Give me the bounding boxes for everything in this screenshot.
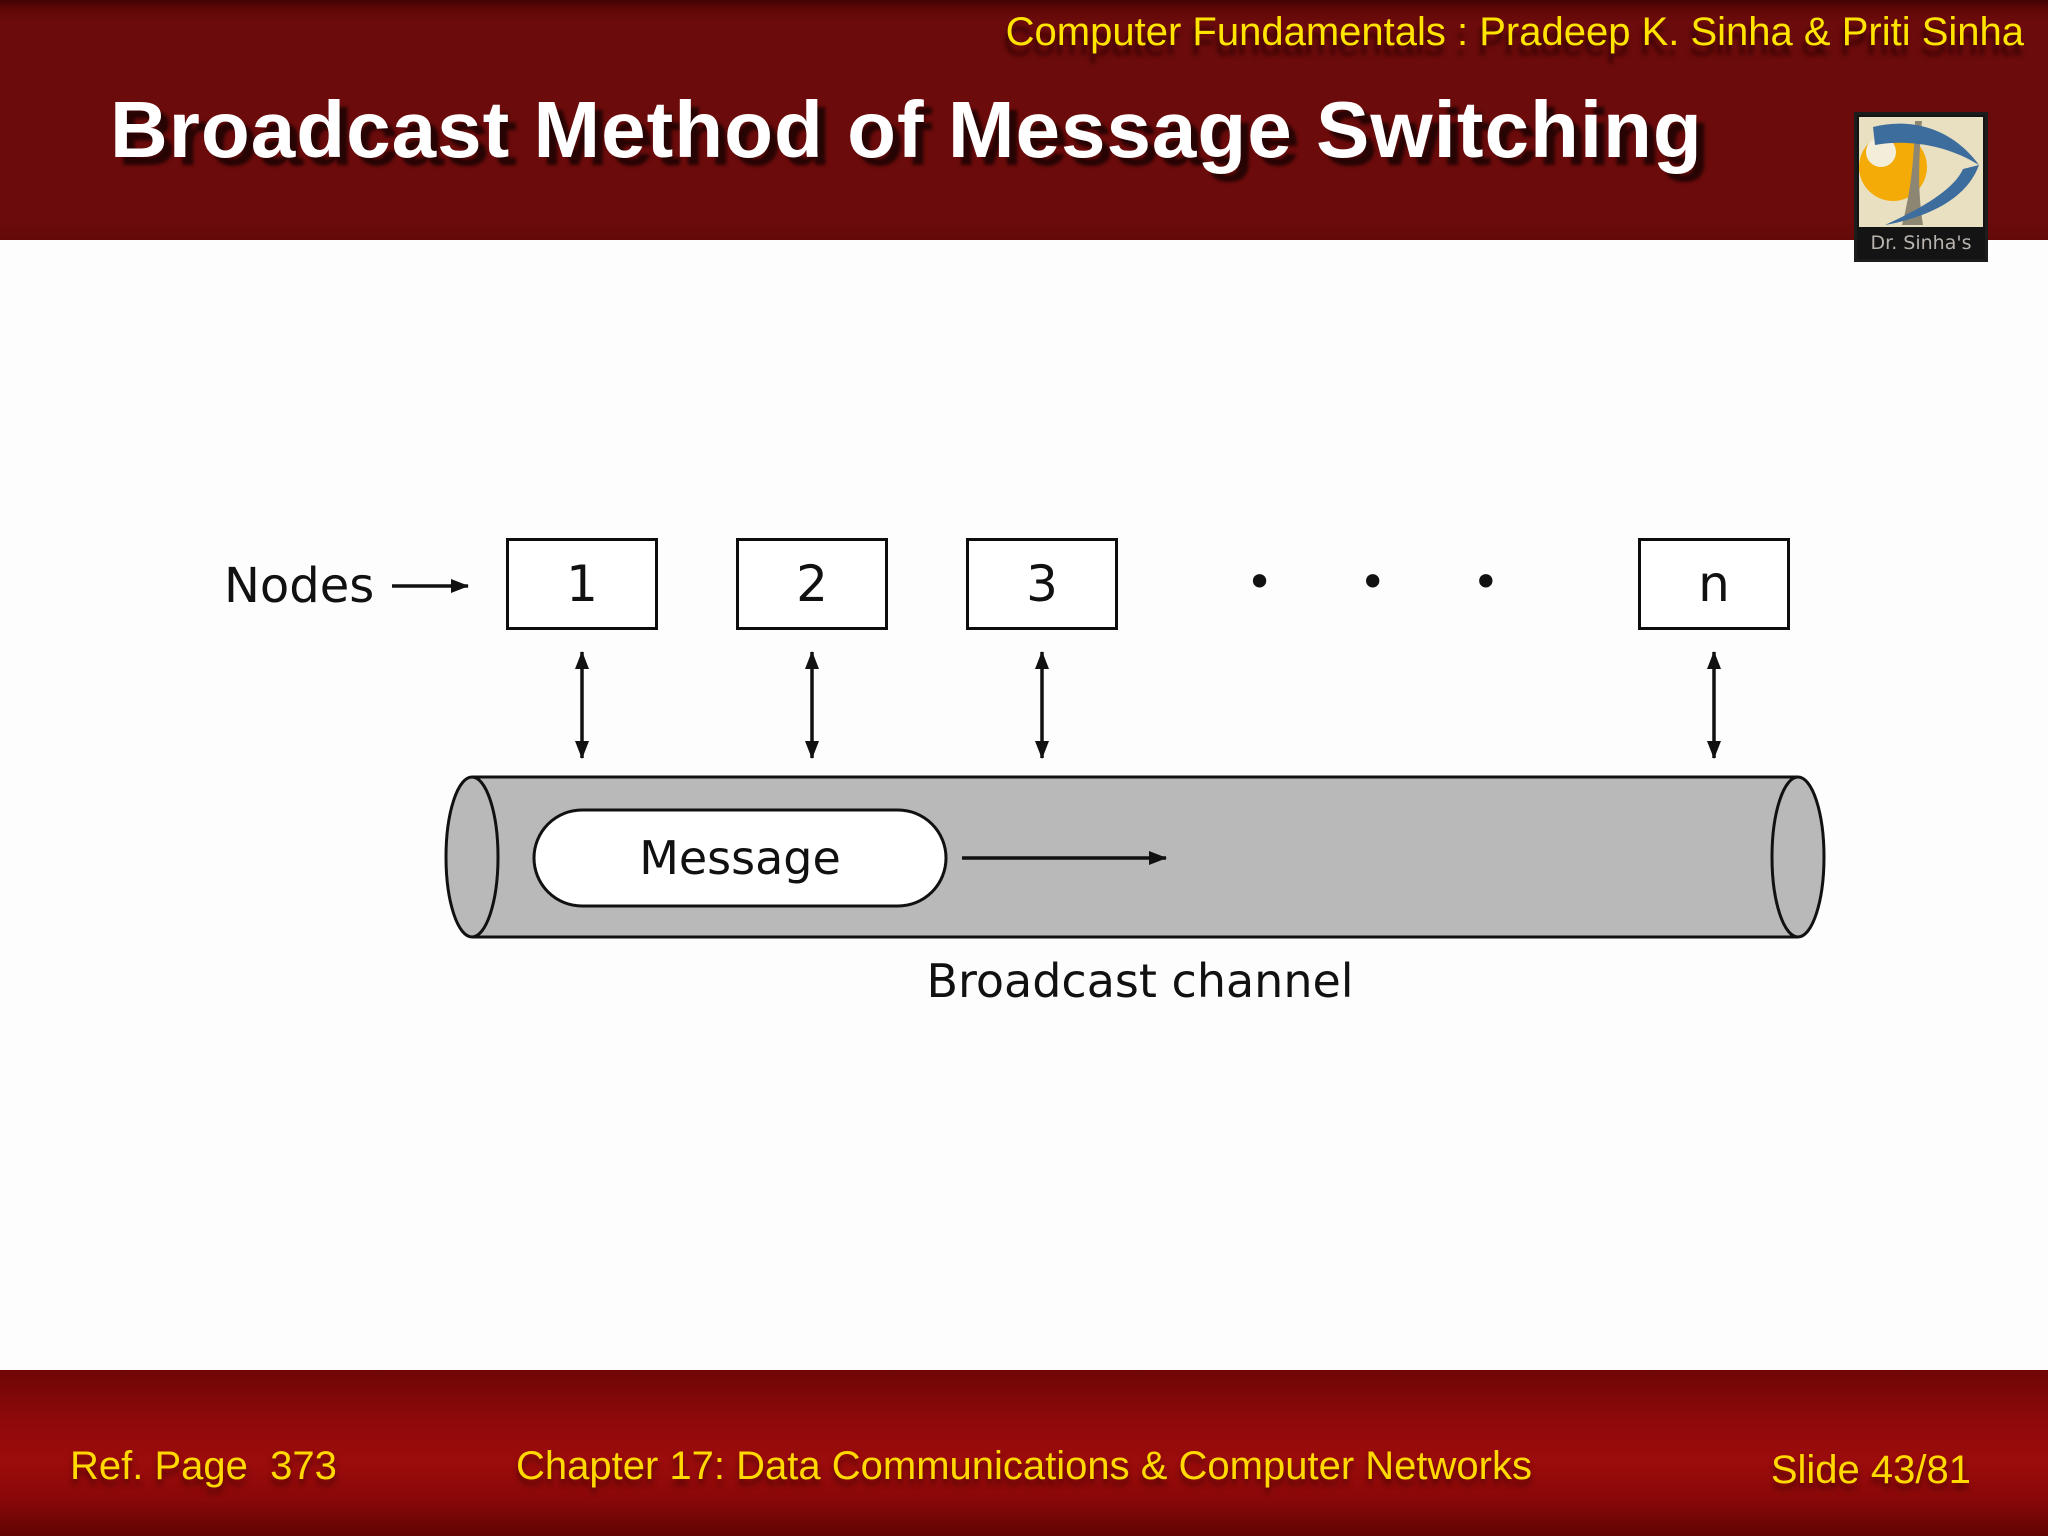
node-label: n [1698,555,1730,613]
node-label: 2 [796,555,828,613]
header-band: Computer Fundamentals : Pradeep K. Sinha… [0,0,2048,240]
logo-caption: Dr. Sinha's [1857,229,1985,259]
node-label: 3 [1026,555,1058,613]
node-box-1: 1 [506,538,658,630]
node-box-n: n [1638,538,1790,630]
publisher-logo: Dr. Sinha's [1854,112,1988,262]
broadcast-channel-label: Broadcast channel [926,954,1354,1008]
page-title: Broadcast Method of Message Switching [110,85,1703,174]
message-label: Message [639,831,841,885]
node-label: 1 [566,555,598,613]
ellipsis-dots: ••• [1246,555,1586,609]
footer-band: Ref. Page 373 Chapter 17: Data Communica… [0,1370,2048,1536]
node-box-3: 3 [966,538,1118,630]
slide-number: Slide 43/81 [1770,1448,1971,1492]
ref-page: Ref. Page 373 [70,1444,337,1488]
book-title: Computer Fundamentals : Pradeep K. Sinha… [1005,10,2024,54]
nodes-label: Nodes [224,558,375,614]
chapter-title: Chapter 17: Data Communications & Comput… [516,1444,1532,1488]
logo-artwork-icon [1857,115,1985,229]
node-box-2: 2 [736,538,888,630]
message-capsule [532,808,948,908]
